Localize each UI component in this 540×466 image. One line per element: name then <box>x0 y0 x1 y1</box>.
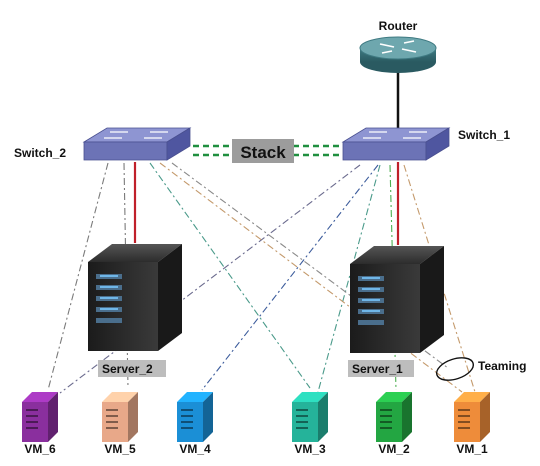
vm-top-face <box>292 392 328 402</box>
vm3-link-b <box>317 164 381 393</box>
vm-drive-slot <box>380 421 392 423</box>
vm-drive-slot <box>106 427 118 429</box>
vm-drive-slot <box>26 421 38 423</box>
vm6-link-b <box>59 164 361 394</box>
vm-vm-6: VM_6 <box>22 392 58 456</box>
teaming-ellipse-icon <box>435 357 475 381</box>
vm-top-face <box>22 392 58 402</box>
switch-arrows-icon <box>363 131 427 139</box>
vm-drive-slot <box>296 427 308 429</box>
vm-drive-slot <box>26 427 38 429</box>
stack-label: Stack <box>240 143 286 162</box>
vm-drive-slot <box>458 415 470 417</box>
vm-vm-5: VM_5 <box>102 392 138 456</box>
vm-drive-slot <box>296 415 308 417</box>
vm-drive-slot <box>181 415 193 417</box>
server-1-label: Server_1 <box>352 362 403 376</box>
switch-1: Switch_1 <box>341 127 510 161</box>
vm-label: VM_1 <box>456 442 488 456</box>
switch-arrows-icon <box>104 131 168 139</box>
router: Router <box>359 19 437 73</box>
vm6-link-a <box>47 162 109 391</box>
vm-group: VM_6 VM_5 VM_4 VM_3 VM_2 VM_1 <box>22 392 490 456</box>
vm-top-face <box>454 392 490 402</box>
vm-drive-slot <box>380 409 392 411</box>
vm-drive-slot <box>26 415 38 417</box>
vm-drive-slot <box>106 421 118 423</box>
teaming-label: Teaming <box>478 359 526 373</box>
vm-drive-slot <box>380 427 392 429</box>
vm-drive-slot <box>106 409 118 411</box>
vm-drive-slot <box>458 409 470 411</box>
vm-drive-slot <box>296 409 308 411</box>
switch-2: Switch_2 <box>14 127 192 161</box>
vm-side-face <box>203 392 213 442</box>
router-arrows-icon <box>379 40 417 54</box>
vm-label: VM_6 <box>24 442 56 456</box>
vm-drive-slot <box>181 409 193 411</box>
vm-side-face <box>402 392 412 442</box>
server-2-label: Server_2 <box>102 362 153 376</box>
vm-side-face <box>128 392 138 442</box>
drive-bays-icon <box>358 276 384 325</box>
vm3-link-a <box>149 162 311 389</box>
switch-2-label: Switch_2 <box>14 146 66 160</box>
vm-label: VM_2 <box>378 442 410 456</box>
vm1-link-a <box>159 162 463 393</box>
stack: Stack <box>232 139 294 163</box>
vm-label: VM_4 <box>179 442 211 456</box>
vm-drive-slot <box>458 421 470 423</box>
vm-side-face <box>318 392 328 442</box>
drive-bays-icon <box>96 274 122 323</box>
vm-drive-slot <box>26 409 38 411</box>
switch-1-label: Switch_1 <box>458 128 510 142</box>
server-1: Server_1 <box>348 246 444 377</box>
vm1-link-b <box>403 164 476 393</box>
vm-side-face <box>48 392 58 442</box>
server-2: Server_2 <box>88 244 182 377</box>
teaming: Teaming <box>435 357 526 381</box>
vm-drive-slot <box>296 421 308 423</box>
vm-vm-1: VM_1 <box>454 392 490 456</box>
vm-top-face <box>102 392 138 402</box>
vm-drive-slot <box>458 427 470 429</box>
vm4-link <box>201 164 379 391</box>
vm-vm-2: VM_2 <box>376 392 412 456</box>
vm-vm-4: VM_4 <box>177 392 213 456</box>
vm-vm-3: VM_3 <box>292 392 328 456</box>
vm-label: VM_5 <box>104 442 136 456</box>
vm-top-face <box>376 392 412 402</box>
vm-drive-slot <box>380 415 392 417</box>
vm-drive-slot <box>181 421 193 423</box>
router-label: Router <box>379 19 418 33</box>
vm-drive-slot <box>181 427 193 429</box>
vm-top-face <box>177 392 213 402</box>
vm-label: VM_3 <box>294 442 326 456</box>
vm-drive-slot <box>106 415 118 417</box>
vm-side-face <box>480 392 490 442</box>
